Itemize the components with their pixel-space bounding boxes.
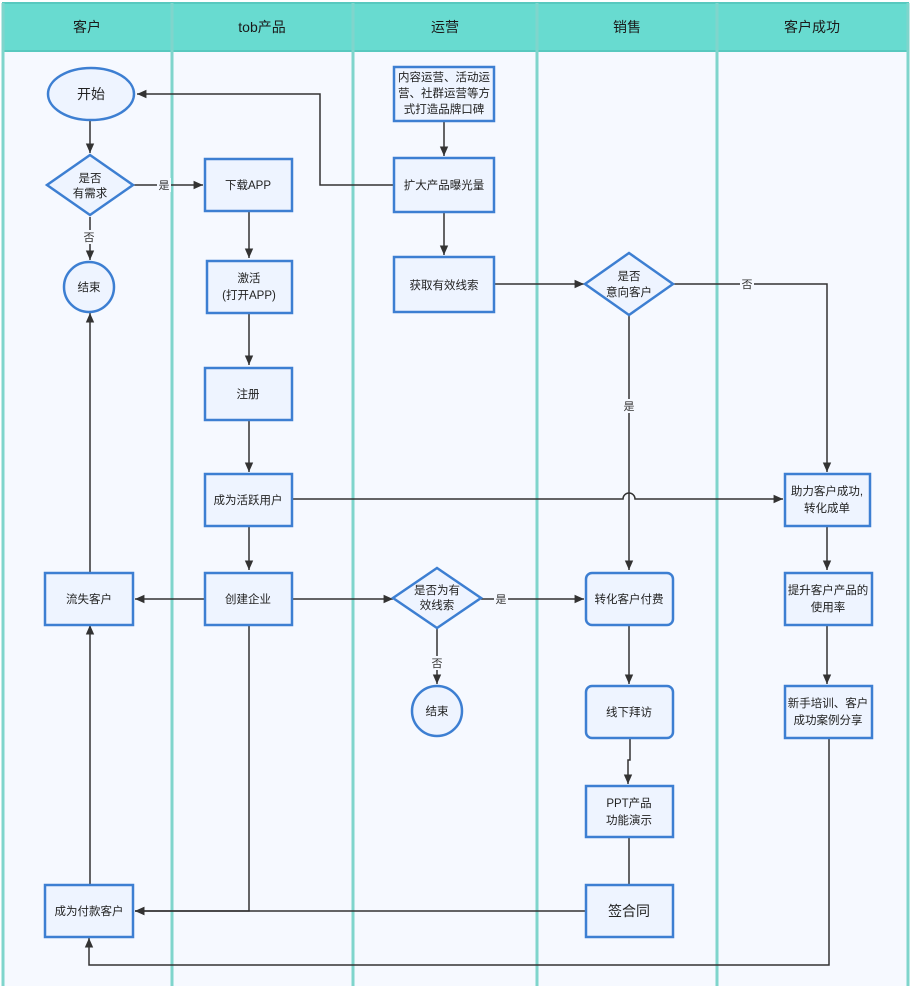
node-valid-lead-label-1: 是否为有: [414, 583, 460, 597]
node-activate: [205, 259, 294, 315]
node-ppt-demo-label-2: 功能演示: [606, 813, 652, 827]
label-yes-need: 是: [159, 179, 170, 192]
node-exposure-label: 扩大产品曝光量: [404, 178, 485, 192]
lane-title-tob-product: tob产品: [238, 19, 285, 35]
node-need-label-1: 是否: [79, 172, 102, 185]
lane-header-customer: [2, 2, 173, 52]
label-no-valid-lead: 否: [432, 658, 443, 670]
node-end-customer-label: 结束: [78, 281, 101, 294]
node-end-operations-label: 结束: [426, 705, 449, 718]
node-paying-customer-label: 成为付款客户: [55, 904, 124, 918]
node-valid-lead-label-2: 效线索: [420, 598, 455, 612]
node-active-user-label: 成为活跃用户: [214, 493, 283, 507]
node-need-label-2: 有需求: [73, 186, 108, 200]
node-ppt-demo: [584, 784, 675, 839]
node-start: [46, 66, 136, 122]
lane-title-customer-success: 客户成功: [784, 19, 840, 35]
node-sign-contract-label: 签合同: [608, 903, 650, 919]
node-intent-label-2: 意向客户: [606, 285, 652, 299]
node-intent-decision: [582, 251, 676, 317]
node-training: [783, 684, 874, 740]
node-intent-label-1: 是否: [618, 270, 641, 283]
node-ppt-demo-label-1: PPT产品: [606, 796, 651, 810]
node-download-app: [203, 157, 294, 213]
lane-header-sales: [536, 2, 718, 52]
node-need-decision: [44, 153, 136, 217]
node-usage-label-1: 提升客户产品的: [788, 583, 869, 597]
lane-title-sales: 销售: [613, 19, 641, 35]
node-exposure: [392, 156, 496, 214]
lane-header-operations: [352, 2, 538, 52]
node-active-user: [203, 472, 294, 528]
node-end-customer: [62, 260, 116, 314]
edges: [84, 89, 832, 966]
node-lost-customer: [43, 571, 135, 627]
node-lost-customer-label: 流失客户: [66, 592, 112, 606]
node-create-org: [203, 571, 294, 627]
node-content-ops: [392, 65, 496, 123]
node-register-label: 注册: [237, 387, 260, 401]
node-content-ops-label-1: 内容运营、活动运: [398, 70, 490, 84]
node-create-org-label: 创建企业: [225, 592, 271, 606]
node-visit-label: 线下拜访: [606, 705, 652, 719]
edge-exposure-to-start: [137, 89, 394, 186]
node-register: [203, 366, 294, 422]
node-download-app-label: 下载APP: [225, 179, 271, 192]
node-leads-label: 获取有效线索: [410, 278, 479, 292]
node-activate-label-1: 激活: [238, 271, 261, 285]
label-no-intent: 否: [742, 279, 753, 291]
node-paying-customer: [43, 883, 135, 939]
node-usage: [783, 571, 874, 627]
node-convert: [584, 571, 675, 627]
lane-header-customer-success: [716, 2, 909, 52]
lane-title-operations: 运营: [431, 19, 459, 35]
node-valid-lead-decision: [390, 566, 484, 630]
label-yes-intent: 是: [624, 400, 635, 413]
node-end-operations: [410, 684, 464, 738]
node-content-ops-label-3: 式打造品牌口碑: [404, 102, 485, 116]
node-visit: [584, 684, 675, 740]
lane-separators: [1, 3, 910, 986]
node-help-success-label-1: 助力客户成功,: [791, 484, 863, 498]
lane-header-tob-product: [171, 2, 354, 52]
lane-headers: 客户 tob产品 运营 销售 客户成功: [2, 2, 909, 52]
node-training-label-2: 成功案例分享: [794, 713, 863, 727]
node-convert-label: 转化客户付费: [595, 592, 664, 606]
label-no-need: 否: [84, 232, 95, 244]
nodes: 开始 是否 有需求 结束 流失客户 成为付款客户 下载APP 激活 (打开APP…: [43, 65, 874, 939]
node-content-ops-label-2: 营、社群运营等方: [398, 86, 490, 100]
node-sign-contract: [584, 883, 675, 939]
node-help-success: [783, 472, 872, 528]
node-training-label-1: 新手培训、客户: [788, 696, 869, 710]
edge-visit-to-ppt: [623, 739, 633, 784]
node-help-success-label-2: 转化成单: [804, 501, 850, 515]
node-activate-label-2: (打开APP): [222, 288, 276, 302]
edge-training-to-paying: [84, 739, 830, 966]
node-usage-label-2: 使用率: [811, 600, 846, 614]
node-leads: [392, 255, 496, 314]
edge-intent-to-help: [673, 283, 832, 472]
node-start-label: 开始: [77, 86, 105, 102]
label-yes-valid-lead: 是: [496, 593, 507, 606]
lane-title-customer: 客户: [73, 19, 101, 35]
edge-labels: 是 否 否 是 是 否: [82, 178, 754, 670]
